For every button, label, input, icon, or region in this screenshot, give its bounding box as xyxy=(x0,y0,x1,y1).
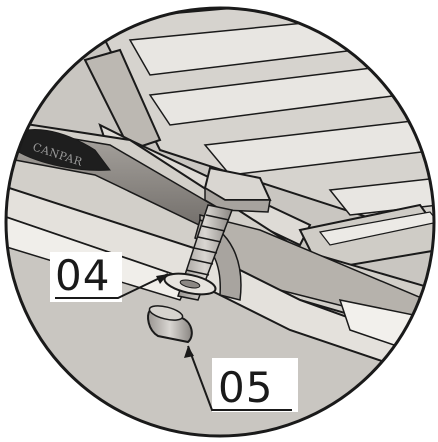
callout-05: 05 xyxy=(184,345,292,412)
bolt-head xyxy=(147,305,193,344)
grille-slat xyxy=(203,117,434,176)
grille-slat xyxy=(328,177,434,216)
leader-arrow-05 xyxy=(184,346,194,358)
callout-05-backdrop xyxy=(212,358,298,412)
hex-nut xyxy=(203,166,272,213)
washer xyxy=(163,272,217,296)
callout-label-04: 04 xyxy=(55,251,110,300)
grille-slat xyxy=(148,59,434,126)
detail-circle-outline xyxy=(4,6,436,438)
leader-line-04 xyxy=(55,273,169,299)
callout-04: 04 xyxy=(55,251,169,300)
leader-arrow-04 xyxy=(156,274,168,284)
callout-label-05: 05 xyxy=(218,363,273,412)
leader-line-05 xyxy=(187,345,292,411)
callout-04-backdrop xyxy=(50,252,122,302)
